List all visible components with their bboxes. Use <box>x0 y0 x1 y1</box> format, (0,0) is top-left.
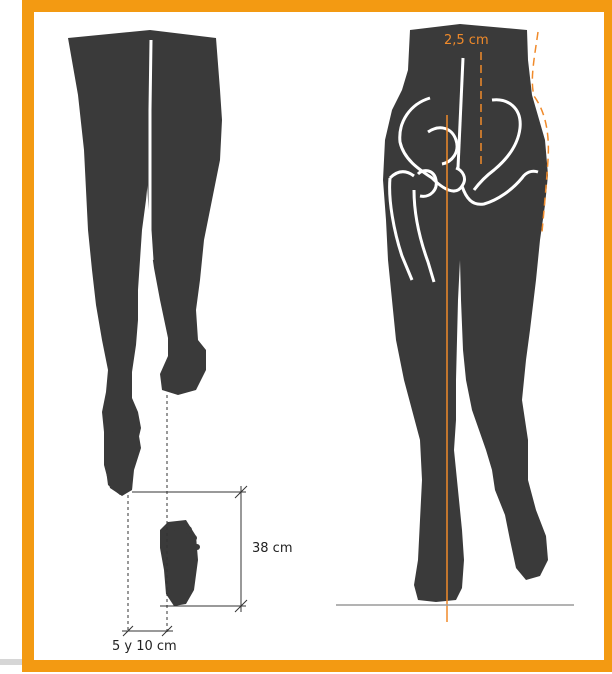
left-figure: 38 cm 5 y 10 cm <box>68 30 293 654</box>
footprint <box>160 520 198 606</box>
right-figure: 2,5 cm <box>336 24 574 622</box>
standing-heel <box>104 430 141 496</box>
toe-5 <box>194 544 200 550</box>
lifted-leg <box>146 30 222 395</box>
toe-3 <box>184 526 192 534</box>
height-label: 38 cm <box>252 541 293 556</box>
toe-4 <box>191 535 197 541</box>
body-silhouette <box>383 24 548 602</box>
standing-leg <box>68 30 151 495</box>
toe-2 <box>176 521 184 529</box>
offset-label: 2,5 cm <box>444 33 489 48</box>
width-label: 5 y 10 cm <box>112 639 177 654</box>
